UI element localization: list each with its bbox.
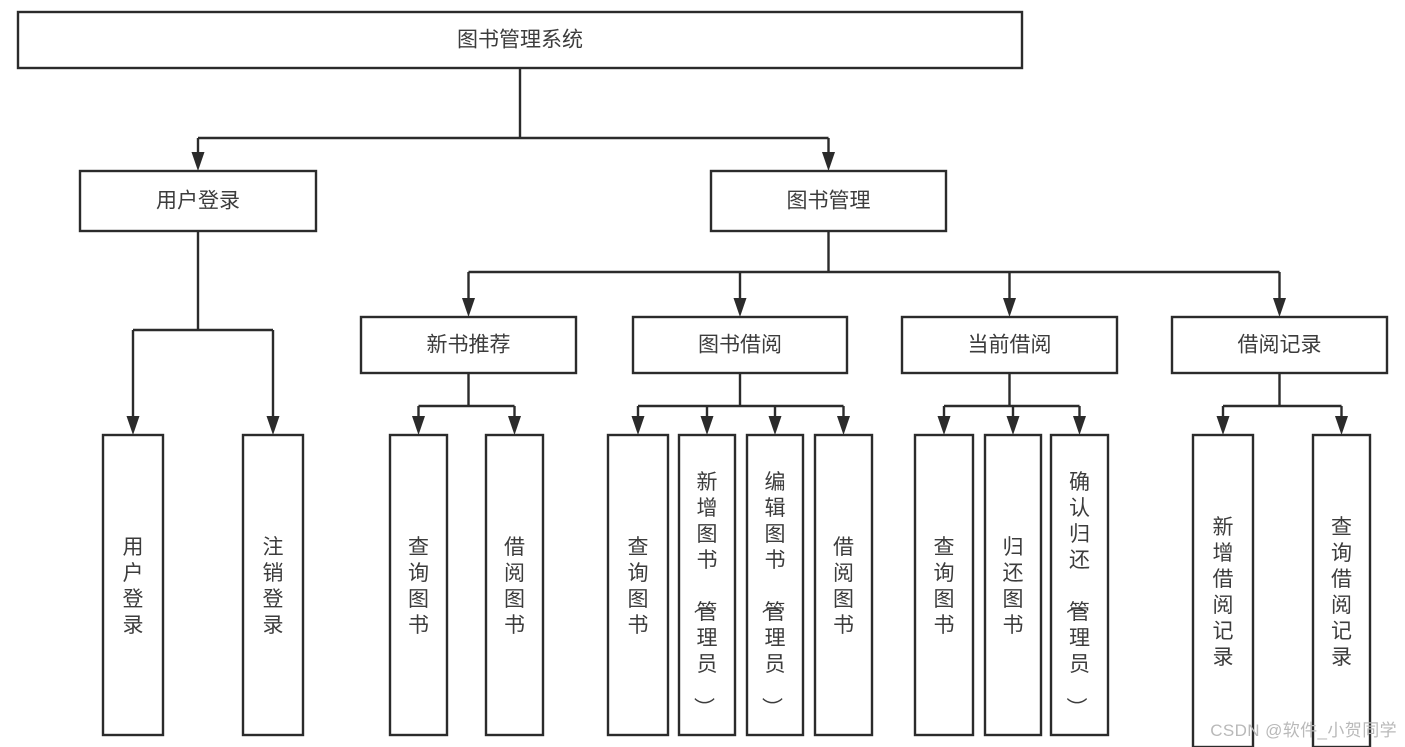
node-current-borrow[interactable]: 当前借阅 [900, 315, 1119, 375]
node-layer: 图书管理系统用户登录图书管理新书推荐图书借阅当前借阅借阅记录用户登录注销登录查询… [16, 10, 1389, 747]
node-box [388, 433, 449, 737]
node-label: 图书管理 [787, 190, 871, 213]
node-label: 编辑图书（管理员） [760, 471, 786, 718]
node-label: 新书推荐 [427, 334, 511, 357]
edge-layer [126, 68, 1348, 435]
node-leaf-query-record[interactable]: 查询借阅记录 [1311, 433, 1372, 747]
node-leaf-user-login[interactable]: 用户登录 [101, 433, 165, 737]
node-new-book-rec[interactable]: 新书推荐 [359, 315, 578, 375]
node-box [241, 433, 305, 737]
node-label: 借阅图书 [833, 536, 854, 637]
node-box [983, 433, 1043, 737]
node-box [1311, 433, 1372, 747]
node-label: 借阅图书 [504, 536, 525, 637]
node-leaf-confirm-return[interactable]: 确认归还（管理员） [1049, 433, 1110, 737]
node-label: 用户登录 [123, 536, 144, 637]
node-box [484, 433, 545, 737]
node-label: 确认归还（管理员） [1064, 471, 1090, 718]
node-leaf-query-book-1[interactable]: 查询图书 [388, 433, 449, 737]
node-label: 归还图书 [1003, 536, 1024, 637]
node-book-manage[interactable]: 图书管理 [709, 169, 948, 233]
node-label: 图书借阅 [698, 334, 782, 357]
node-leaf-borrow-book-2[interactable]: 借阅图书 [813, 433, 874, 737]
node-leaf-edit-book[interactable]: 编辑图书（管理员） [745, 433, 805, 737]
node-box [101, 433, 165, 737]
node-label: 图书管理系统 [457, 29, 583, 52]
node-box [1170, 315, 1389, 375]
node-label: 用户登录 [156, 190, 240, 213]
node-box [900, 315, 1119, 375]
node-box [745, 433, 805, 737]
node-label: 当前借阅 [968, 334, 1052, 357]
node-label: 新增借阅记录 [1213, 516, 1234, 669]
node-box [631, 315, 849, 375]
node-box [913, 433, 975, 737]
node-box [709, 169, 948, 233]
node-leaf-return-book[interactable]: 归还图书 [983, 433, 1043, 737]
node-book-borrow[interactable]: 图书借阅 [631, 315, 849, 375]
node-label: 注销登录 [263, 536, 284, 637]
node-label: 查询借阅记录 [1331, 516, 1352, 669]
node-label: 查询图书 [934, 536, 955, 637]
node-box [16, 10, 1024, 70]
node-root[interactable]: 图书管理系统 [16, 10, 1024, 70]
node-leaf-borrow-book-1[interactable]: 借阅图书 [484, 433, 545, 737]
node-leaf-query-book-2[interactable]: 查询图书 [606, 433, 670, 737]
node-label: 借阅记录 [1238, 334, 1322, 357]
node-leaf-add-book[interactable]: 新增图书（管理员） [677, 433, 737, 737]
node-leaf-query-book-3[interactable]: 查询图书 [913, 433, 975, 737]
node-user-login[interactable]: 用户登录 [78, 169, 318, 233]
node-borrow-record[interactable]: 借阅记录 [1170, 315, 1389, 375]
node-leaf-add-record[interactable]: 新增借阅记录 [1191, 433, 1255, 747]
node-label: 查询图书 [628, 536, 649, 637]
node-box [1191, 433, 1255, 747]
node-box [359, 315, 578, 375]
node-leaf-logout[interactable]: 注销登录 [241, 433, 305, 737]
node-label: 新增图书（管理员） [692, 471, 718, 718]
node-box [677, 433, 737, 737]
node-box [606, 433, 670, 737]
node-label: 查询图书 [408, 536, 429, 637]
node-box [78, 169, 318, 233]
node-box [1049, 433, 1110, 737]
node-box [813, 433, 874, 737]
